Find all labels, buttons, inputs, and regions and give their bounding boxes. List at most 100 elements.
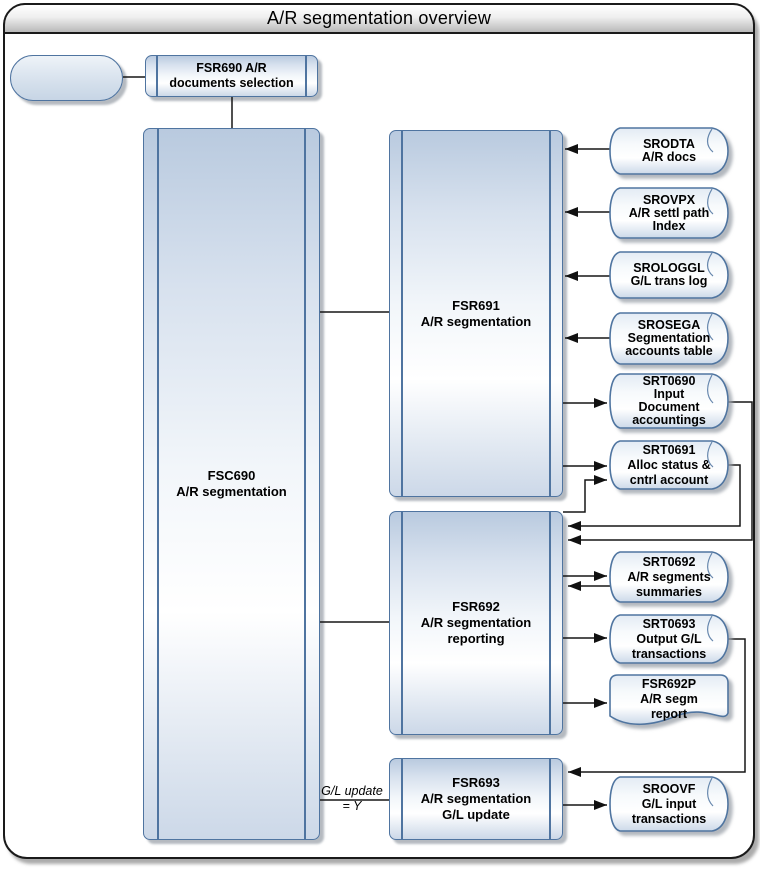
- process-bar: [549, 759, 551, 839]
- start-terminator-shape: [10, 55, 123, 101]
- datastore-srodta-shape: [609, 127, 729, 175]
- process-bar: [156, 56, 158, 96]
- text-line: A/R settl path: [628, 205, 710, 220]
- text-line: G/L update: [442, 807, 510, 822]
- process-fsr693-shape: [389, 758, 563, 840]
- text-line: cntrl account: [629, 472, 709, 487]
- datastore-srt0691-shape: [609, 440, 729, 490]
- cylinder-curl: [707, 615, 714, 642]
- text-line: G/L update: [321, 784, 383, 798]
- process-fsc690-shape: [143, 128, 320, 840]
- process-bar: [549, 512, 551, 734]
- text-line: accountings: [632, 413, 706, 427]
- node-label-srt0692: SRT0692 A/R segments summaries: [612, 553, 726, 601]
- text-line: A/R segments: [627, 569, 711, 584]
- process-fsr692-shape: [389, 511, 563, 735]
- text-line: Input: [653, 387, 685, 401]
- text-line: Segmentation: [627, 330, 711, 345]
- text-line: SROOVF: [642, 781, 696, 796]
- node-label-fsr692p: FSR692P A/R segm report: [612, 676, 726, 722]
- cylinder-curl: [707, 313, 714, 341]
- edge-srt0690-fsr692: [568, 401, 753, 545]
- node-label-fsr693: FSR693 A/R segmentation G/L update: [391, 760, 561, 838]
- process-fsr691-shape: [389, 130, 563, 497]
- cylinder-curl: [707, 777, 714, 807]
- process-bar: [549, 131, 551, 496]
- datastore-srovpx-shape: [609, 187, 729, 239]
- node-label-srovpx: SROVPX A/R settl path Index: [612, 189, 726, 237]
- text-line: A/R segmentation: [176, 484, 287, 499]
- text-line: SRT0691: [642, 442, 696, 457]
- text-line: SROLOGGL: [633, 261, 705, 275]
- cylinder-curl: [707, 552, 714, 579]
- text-line: summaries: [635, 584, 702, 599]
- edge-label-gl-update: G/L update = Y: [316, 784, 388, 813]
- text-line: Index: [652, 218, 686, 233]
- text-line: A/R segm: [640, 691, 698, 706]
- node-label-fsr691: FSR691 A/R segmentation: [391, 132, 561, 495]
- text-line: report: [650, 706, 688, 721]
- text-line: Alloc status &: [627, 457, 711, 472]
- text-line: A/R docs: [641, 150, 697, 164]
- datastore-sroovf-shape: [609, 776, 729, 832]
- node-label-srt0690: SRT0690 Input Document accountings: [612, 375, 726, 427]
- text-line: Document: [638, 400, 700, 414]
- text-line: FSR692P: [641, 676, 697, 691]
- process-bar: [157, 129, 159, 839]
- page-title: A/R segmentation overview: [266, 8, 492, 28]
- node-label-fsr690: FSR690 A/R documents selection: [147, 57, 316, 95]
- datastore-srosega-shape: [609, 312, 729, 365]
- node-label-fsr692: FSR692 A/R segmentation reporting: [391, 513, 561, 733]
- cylinder-curl: [707, 252, 714, 277]
- datastore-srt0690-shape: [609, 373, 729, 429]
- text-line: Output G/L: [636, 631, 702, 646]
- text-line: FSR693: [452, 775, 500, 790]
- text-line: transactions: [631, 811, 707, 826]
- text-line: = Y: [342, 798, 362, 813]
- datastore-srt0693-shape: [609, 614, 729, 664]
- text-line: A/R segmentation: [420, 791, 532, 806]
- text-line: FSR690 A/R: [196, 61, 267, 75]
- process-bar: [401, 131, 403, 496]
- node-label-srt0691: SRT0691 Alloc status & cntrl account: [612, 442, 726, 488]
- process-bar: [304, 129, 306, 839]
- cylinder-curl: [707, 188, 714, 215]
- process-bar: [401, 759, 403, 839]
- edge-fsr692-srt0691: [563, 475, 607, 513]
- edge-srt0691-fsr692: [568, 464, 741, 531]
- diagram-title-bar: A/R segmentation overview: [3, 3, 755, 34]
- text-line: transactions: [631, 646, 707, 661]
- edge-srt0693-fsr693: [568, 638, 746, 777]
- node-label-srt0693: SRT0693 Output G/L transactions: [612, 616, 726, 662]
- node-label-fsc690: FSC690 A/R segmentation: [145, 130, 318, 838]
- node-label-srodta: SRODTA A/R docs: [612, 130, 726, 172]
- text-line: A/R segmentation: [420, 615, 532, 630]
- text-line: FSR691: [452, 297, 500, 313]
- cylinder-curl: [707, 441, 714, 468]
- node-label-srologgl: SROLOGGL G/L trans log: [612, 254, 726, 296]
- text-line: A/R segmentation: [420, 313, 532, 329]
- document-fsr692p-shape: [609, 674, 729, 726]
- text-line: SROVPX: [642, 192, 696, 207]
- text-line: SRT0690: [642, 374, 696, 388]
- text-line: SRT0693: [642, 616, 696, 631]
- text-line: FSR692: [452, 599, 500, 614]
- datastore-srt0692-shape: [609, 551, 729, 603]
- text-line: G/L trans log: [630, 274, 708, 288]
- process-bar: [401, 512, 403, 734]
- cylinder-curl: [707, 374, 714, 404]
- text-line: SRODTA: [643, 137, 695, 151]
- cylinder-curl: [707, 128, 714, 153]
- text-line: reporting: [447, 631, 505, 646]
- node-label-sroovf: SROOVF G/L input transactions: [612, 778, 726, 830]
- process-bar: [305, 56, 307, 96]
- text-line: G/L input: [641, 796, 697, 811]
- process-fsr690-shape: [145, 55, 318, 97]
- text-line: FSC690: [207, 468, 256, 483]
- text-line: documents selection: [169, 76, 294, 90]
- datastore-srologgl-shape: [609, 251, 729, 299]
- text-line: SRT0692: [642, 554, 696, 569]
- text-line: SROSEGA: [637, 317, 701, 332]
